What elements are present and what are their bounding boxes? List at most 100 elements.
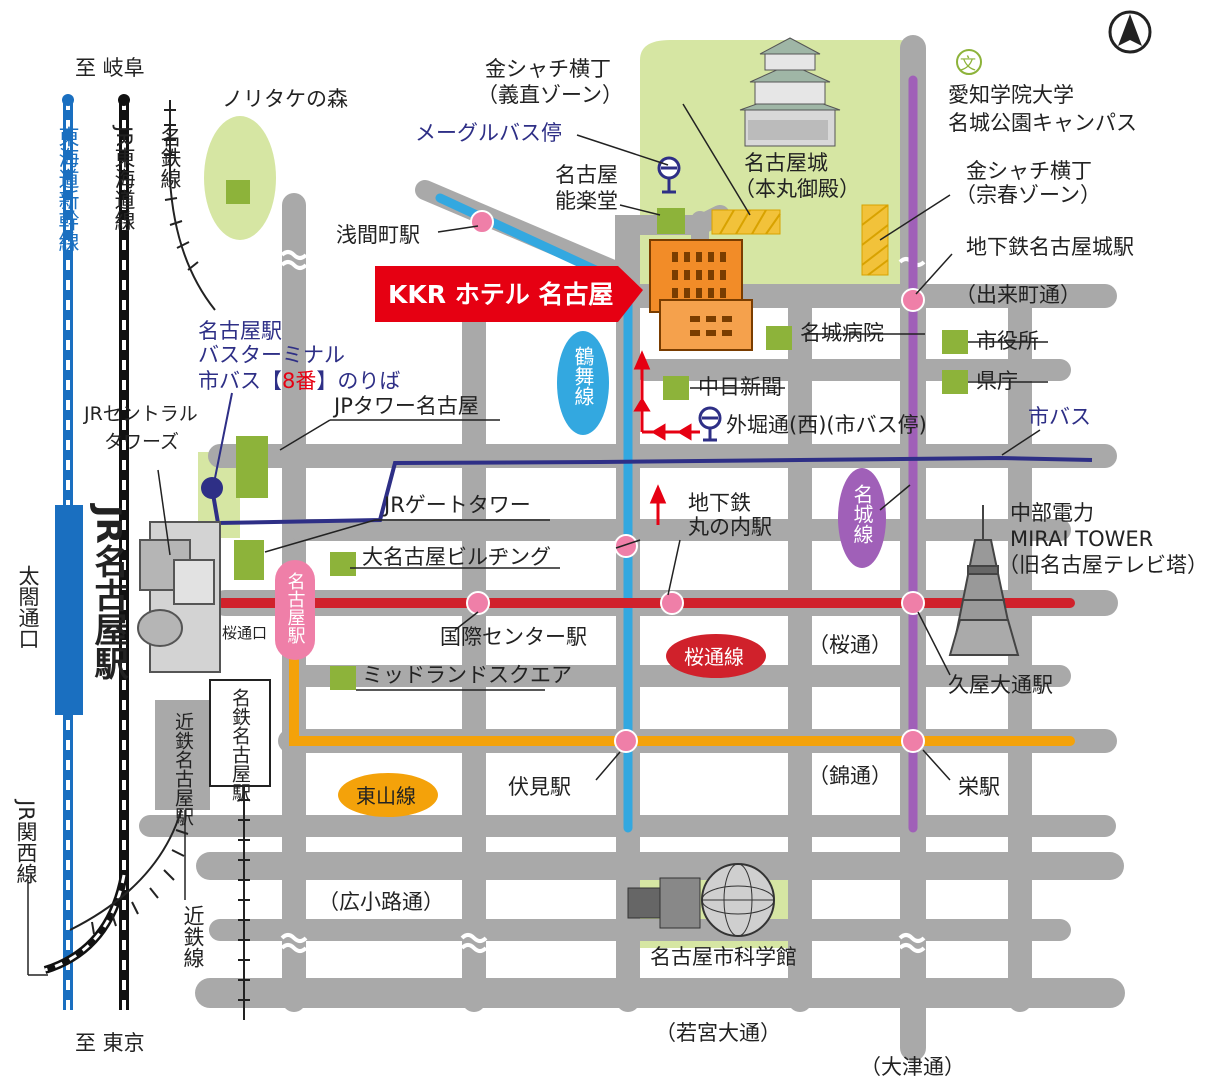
jr-nagoya-platform-blue xyxy=(55,505,83,715)
jr-station-buildings xyxy=(137,521,271,810)
fushimi-label: 伏見駅 xyxy=(508,775,571,799)
bus-terminal-line2: バスターミナル xyxy=(198,343,345,367)
bus-terminal-line3c: 】のりば xyxy=(316,369,400,393)
dainagoya-bldg xyxy=(330,552,356,576)
otsu-label: （大津通） xyxy=(860,1055,965,1079)
noritake-park xyxy=(204,116,276,240)
bus-terminal-line3a: 市バス【 xyxy=(198,369,282,393)
buildings xyxy=(226,180,968,690)
kokusai-center-label: 国際センター駅 xyxy=(440,625,587,649)
kinshachi-zones xyxy=(711,204,889,276)
meijo-badge-label: 名城線 xyxy=(850,484,874,544)
hisaya-label: 久屋大通駅 xyxy=(948,673,1053,697)
text-labels: 至 岐阜 至 東京 東海道新幹線 JR東海道線 名鉄線 近鉄線 JR関西線 太閤… xyxy=(14,56,1208,1079)
school-symbol-label: 文 xyxy=(960,54,976,73)
maru-station-line2: 丸の内駅 xyxy=(688,515,772,539)
sengencho-label: 浅間町駅 xyxy=(336,223,420,247)
kagaku-kan-label: 名古屋市科学館 xyxy=(650,945,797,969)
aichi-gakuin-line1: 愛知学院大学 xyxy=(948,83,1074,107)
kencho-label: 県庁 xyxy=(976,369,1018,393)
leader-lines xyxy=(27,103,1048,976)
kokusai-marker xyxy=(466,591,490,615)
kinshachi-muneharu-line2: （宗春ゾーン） xyxy=(955,183,1101,207)
meitetsu-line-label: 名鉄線 xyxy=(158,126,182,189)
mirai-line2: MIRAI TOWER xyxy=(1010,527,1153,551)
shinkansen-label: 東海道新幹線 xyxy=(56,126,80,252)
hisaya-marker xyxy=(901,591,925,615)
noritake-label: ノリタケの森 xyxy=(222,87,348,111)
kintetsu-nagoya-label: 近鉄名古屋駅 xyxy=(172,712,194,827)
higashiyama-badge-label: 東山線 xyxy=(356,784,416,808)
mirai-tower-illustration xyxy=(948,505,1020,656)
mirai-line1: 中部電力 xyxy=(1010,501,1094,525)
kinshachi-muneharu-line1: 金シャチ横丁 xyxy=(966,159,1092,183)
jr-gate-tower-label: JRゲートタワー xyxy=(382,493,531,517)
chunichi-bldg xyxy=(663,376,689,400)
sengencho-marker xyxy=(470,210,494,234)
jr-nagoya-station-label: JR名古屋駅 xyxy=(88,503,128,681)
nagoya-castle-illustration xyxy=(739,37,841,147)
jr-gate-tower-bldg xyxy=(234,540,264,580)
nagoya-station-tag xyxy=(275,560,315,660)
city-bus-label: 市バス xyxy=(1028,405,1091,429)
jr-tokaido-label: JR東海道線 xyxy=(112,124,136,231)
school-symbol-icon xyxy=(956,49,982,75)
to-tokyo: 至 東京 xyxy=(75,1031,145,1055)
sakuradori-exit-label: 桜通口 xyxy=(222,624,267,642)
sotobori-bus-stop-icon xyxy=(698,406,722,442)
bus-terminal-dot xyxy=(201,477,223,499)
sakae-label: 栄駅 xyxy=(958,775,1000,799)
sakae-marker xyxy=(901,729,925,753)
nohgakudo-bldg xyxy=(657,208,685,234)
meitetsu-station-box xyxy=(209,679,271,787)
marunouchi-marker-2 xyxy=(660,591,684,615)
kintetsu-line-label: 近鉄線 xyxy=(181,905,205,968)
kinshachi-yoshinao-line2: （義直ゾーン） xyxy=(477,83,623,107)
science-museum-illustration xyxy=(627,863,775,937)
walking-route xyxy=(633,350,700,525)
wakamiya-label: （若宮大通） xyxy=(655,1021,781,1045)
kencho-bldg xyxy=(942,370,968,394)
nohgakudo-line1: 名古屋 xyxy=(555,163,618,187)
road-breaks xyxy=(280,250,926,953)
bus-terminal-line3b: 8番 xyxy=(282,369,316,393)
nagoya-castle-line1: 名古屋城 xyxy=(744,151,828,175)
nagoya-castle-line2: （本丸御殿） xyxy=(734,177,860,201)
shiyakusho-bldg xyxy=(942,330,968,354)
taiko-exit-label: 太閤通口 xyxy=(16,565,40,649)
noritake-bldg xyxy=(226,180,250,204)
jp-tower-bldg xyxy=(236,436,268,498)
to-gifu: 至 岐阜 xyxy=(75,56,145,80)
chunichi-label: 中日新聞 xyxy=(698,375,782,399)
sakuradori-badge xyxy=(666,634,766,678)
jr-central-towers-line1: JRセントラル xyxy=(83,403,198,425)
bus-terminal-line3: 市バス【8番】のりば xyxy=(198,369,400,393)
maru-station-line1: 地下鉄 xyxy=(688,491,751,515)
rail-lines xyxy=(43,94,250,1020)
midland-bldg xyxy=(330,666,356,690)
higashiyama-badge xyxy=(338,773,438,817)
aichi-gakuin-line2: 名城公園キャンパス xyxy=(948,111,1137,135)
demachi-label: （出来町通） xyxy=(955,283,1081,307)
station-markers xyxy=(466,210,925,753)
jr-kansai-label: JR関西線 xyxy=(14,798,38,884)
meitetsu-nagoya-label: 名鉄名古屋駅 xyxy=(229,688,251,803)
jr-central-towers-line2: タワーズ xyxy=(104,431,179,453)
jp-tower-label: JPタワー名古屋 xyxy=(332,394,479,418)
shiyakusho-label: 市役所 xyxy=(976,329,1039,353)
kinshachi-yoshinao-line1: 金シャチ横丁 xyxy=(485,57,611,81)
nagoya-station-tag-label: 名古屋駅 xyxy=(285,572,306,645)
kkr-hotel-building[interactable] xyxy=(649,239,753,351)
hotel-banner[interactable] xyxy=(375,266,643,322)
kintetsu-track xyxy=(69,789,187,931)
meguru-bus-stop-icon xyxy=(657,156,681,194)
meijo-hospital-label: 名城病院 xyxy=(800,321,884,345)
tsurumai-badge xyxy=(557,331,609,435)
sakuradori-badge-label: 桜通線 xyxy=(684,645,744,669)
higashiyama-line xyxy=(289,655,1075,746)
sotobori-bus-label: 外堀通(西)(市バス停) xyxy=(726,413,927,437)
shiyakusho-station-label: 地下鉄名古屋城駅 xyxy=(966,235,1134,259)
fushimi-marker xyxy=(614,729,638,753)
hirokoji-label: （広小路通） xyxy=(318,890,444,914)
